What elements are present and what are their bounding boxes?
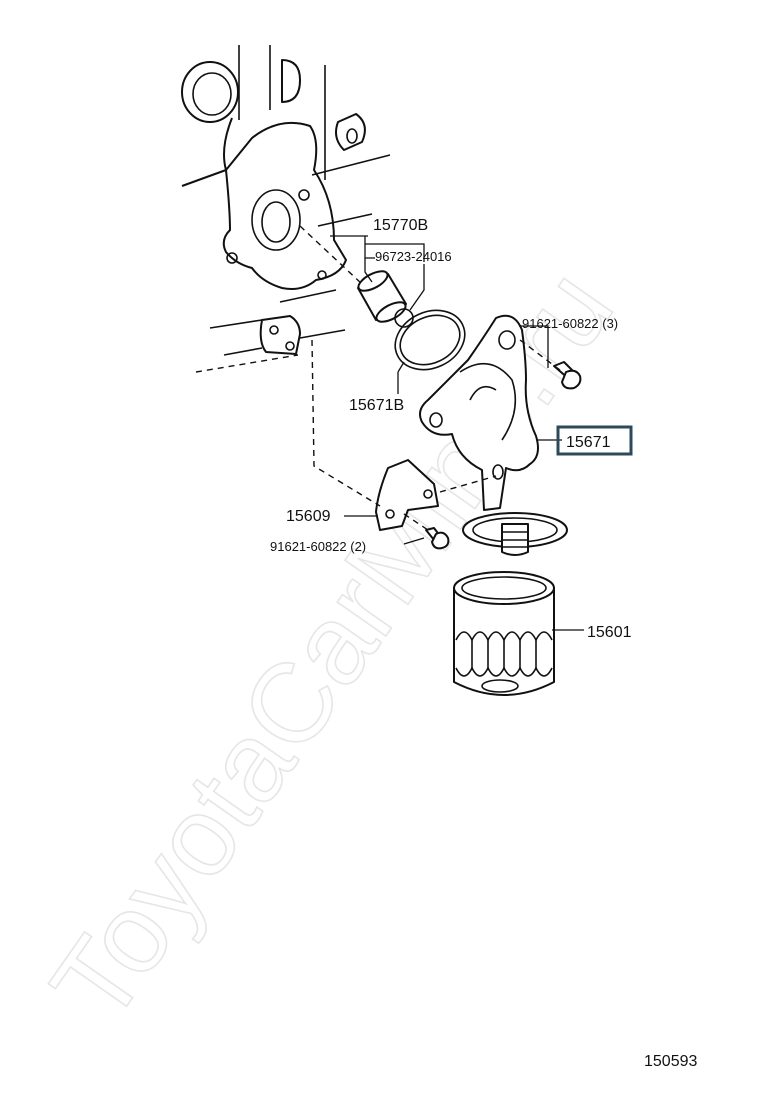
label-91621-60822-2[interactable]: 91621-60822 (2) <box>270 539 366 554</box>
label-96723-24016[interactable]: 96723-24016 <box>375 249 452 264</box>
block-to-stay-dashed <box>311 339 381 507</box>
label-91621-60822-3[interactable]: 91621-60822 (3) <box>522 316 618 331</box>
highlight-box-15671 <box>556 425 633 456</box>
diagram-number: 150593 <box>644 1053 697 1070</box>
stay-part <box>375 459 439 531</box>
upper-bolt-dashed-axis <box>519 339 561 371</box>
lower-bolt-part <box>425 527 450 550</box>
upper-bolt-part <box>553 361 582 390</box>
union-bolt-part <box>357 270 414 328</box>
lower-bolt-dashed-axis <box>403 513 429 531</box>
label-15671b[interactable]: 15671B <box>349 397 404 414</box>
label-15609[interactable]: 15609 <box>286 508 331 525</box>
label-15601[interactable]: 15601 <box>587 624 632 641</box>
union-dashed-axis <box>299 225 363 285</box>
leader-lines <box>330 235 584 631</box>
engine-block <box>181 45 391 373</box>
stay-dashed-link <box>439 475 497 493</box>
gasket-part <box>394 309 466 371</box>
label-15671[interactable]: 15671 <box>566 434 611 451</box>
label-15770b[interactable]: 15770B <box>373 217 428 234</box>
oil-filter-part <box>453 571 555 696</box>
oil-filter-bracket-part <box>419 314 568 556</box>
